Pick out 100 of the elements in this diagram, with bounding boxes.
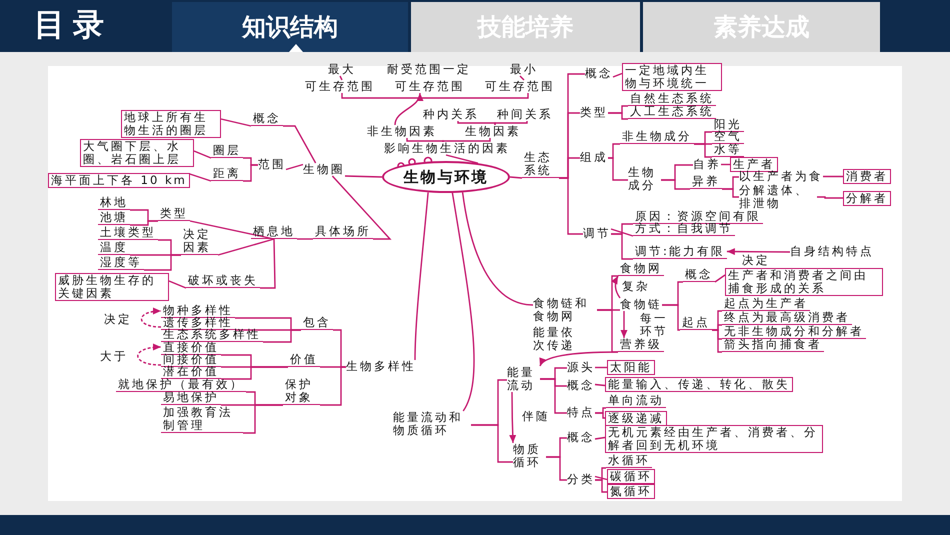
branch-line — [611, 233, 633, 260]
branch-label: 概念 — [251, 112, 283, 126]
branch-label: 空气 — [712, 130, 744, 144]
branch-label: 种内关系 — [423, 108, 479, 121]
branch-label: 种间关系 — [497, 108, 553, 121]
arrow — [726, 248, 790, 256]
branch-label: 调节:能力有限 — [633, 245, 727, 259]
branch-line — [283, 125, 316, 164]
text-box: 大气圈下层、水圈、岩石圈上层 — [80, 139, 194, 167]
branch-label: 以生产者为食 — [739, 170, 823, 183]
branch-label: 可生存范围 — [395, 80, 465, 93]
branch-line — [194, 150, 212, 159]
branch-line — [823, 176, 843, 178]
edge-label: 大于 — [100, 350, 128, 363]
branch-line — [662, 304, 680, 331]
branch-label: 概念 — [567, 379, 595, 392]
branch-line — [595, 479, 607, 493]
branch-label: 箭头指向捕食者 — [722, 338, 824, 352]
branch-label: 池塘 — [98, 211, 130, 225]
branch-label: 终点为最高级消费者 — [722, 311, 852, 325]
branch-label: 阳光 — [712, 118, 744, 132]
branch-label: 破坏或丧失 — [186, 274, 260, 288]
edge-label: 伴随 — [522, 410, 550, 423]
branch-label: 自身结构特点 — [790, 245, 874, 258]
branch-line — [494, 121, 528, 125]
branch-label: 耐受范围一定 — [387, 63, 471, 76]
branch-line — [471, 424, 513, 463]
dashed-arrow — [137, 344, 162, 366]
branch-line — [297, 238, 313, 240]
edge-label: 复杂 — [622, 280, 650, 293]
branch-line — [714, 274, 726, 283]
branch-label: 人工生态系统 — [628, 105, 716, 119]
branch-label: 概念 — [585, 67, 613, 80]
branch-label: 起点为生产者 — [722, 297, 810, 311]
branch-line — [260, 238, 276, 289]
branch-line — [452, 192, 475, 412]
branch-label: 就地保护（最有效） — [116, 378, 246, 392]
branch-line — [190, 220, 274, 240]
branch-line — [594, 476, 608, 480]
branch-label: 非生物因素 — [367, 125, 437, 138]
branch-label: 概念 — [683, 268, 715, 282]
text-box: 太阳能 — [607, 360, 655, 375]
branch-label: 特点 — [567, 406, 595, 419]
branch-line — [520, 76, 524, 80]
branch-label: 生态系统多样性 — [161, 328, 263, 342]
branch-line — [130, 220, 158, 226]
text-box: 消费者 — [843, 169, 891, 184]
branch-label: 保护对象 — [283, 378, 320, 405]
branch-line — [608, 112, 628, 120]
branch-label: 类型 — [158, 207, 190, 221]
branch-label: 生物圈 — [303, 163, 345, 176]
branch-label: 异养 — [690, 175, 722, 189]
branch-label: 决定因素 — [181, 228, 218, 255]
branch-label: 自养 — [693, 158, 721, 171]
active-tab: 知识结构 — [172, 2, 408, 52]
branch-line — [594, 384, 606, 386]
text-box: 分解者 — [843, 191, 891, 206]
branch-label: 概念 — [567, 431, 595, 444]
branch-label: 范围 — [258, 158, 286, 171]
branch-line — [610, 228, 634, 237]
branch-line — [457, 121, 496, 125]
branch-label: 调节 — [583, 227, 611, 240]
text-box: 能量输入、传递、转化、散失 — [605, 377, 793, 392]
text-box: 无机元素经由生产者、消费者、分解者回到无机环境 — [605, 425, 823, 453]
branch-label: 起点 — [680, 316, 712, 330]
arrow — [620, 311, 628, 338]
branch-label: 原因：资源空间有限 — [633, 210, 763, 224]
branch-line — [341, 93, 529, 99]
branch-label: 生态系统 — [522, 151, 559, 178]
branch-line — [332, 176, 392, 240]
branch-line — [344, 175, 382, 178]
branch-label: 加强教育法制管理 — [161, 406, 243, 433]
branch-label: 距离 — [211, 167, 243, 181]
branch-label: 最小 — [510, 63, 538, 76]
branch-label: 非生物成分 — [620, 130, 694, 144]
branch-line — [722, 188, 739, 198]
branch-label: 易地保护 — [161, 391, 221, 405]
branch-line — [144, 254, 181, 271]
branch-line — [190, 173, 212, 182]
branch-line — [263, 329, 301, 343]
branch-label: 最大 — [328, 63, 356, 76]
branch-label: 分解遗体、排泄物 — [739, 184, 817, 210]
branch-label: 间接价值 — [161, 353, 221, 367]
text-box: 威胁生物生存的关键因素 — [55, 273, 169, 301]
branch-label: 物质循环 — [513, 443, 546, 469]
branch-label: 水循环 — [606, 454, 652, 468]
branch-line — [661, 179, 690, 190]
text-box: 地球上所有生物生活的圈层 — [121, 110, 221, 138]
branch-label: 生物多样性 — [346, 360, 416, 373]
branch-label: 可生存范围 — [305, 80, 375, 93]
branch-label: 直接价值 — [161, 341, 221, 355]
branch-label: 生物成分 — [628, 166, 661, 192]
branch-line — [595, 366, 607, 368]
text-box: 碳循环 — [607, 469, 655, 484]
branch-label: 食物网 — [618, 262, 664, 276]
text-box: 生产者 — [730, 157, 778, 172]
arrow — [394, 92, 422, 126]
branch-label: 组成 — [580, 151, 608, 164]
branch-line — [510, 176, 522, 179]
arrow — [611, 276, 621, 298]
